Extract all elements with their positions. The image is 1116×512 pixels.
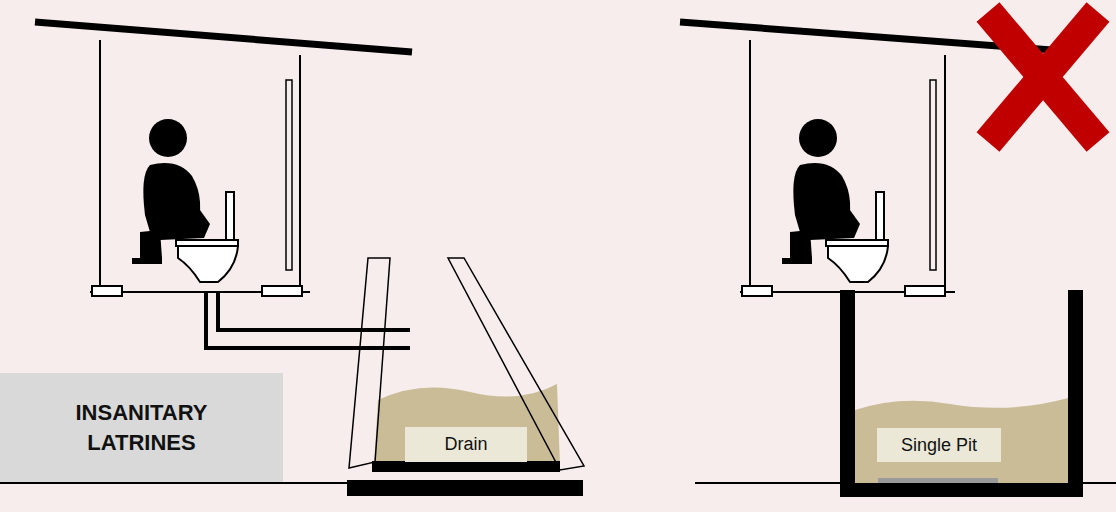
- title-panel: INSANITARY LATRINES: [0, 373, 283, 482]
- person-leg: [140, 230, 162, 262]
- wall: [299, 55, 301, 292]
- cross-mark: [988, 12, 1098, 142]
- pit-bed: [878, 478, 998, 483]
- pit-wall: [840, 290, 855, 497]
- single-pit: [695, 290, 1116, 497]
- floor-block: [92, 286, 122, 296]
- wall: [749, 40, 751, 292]
- node-text: Drain: [444, 432, 487, 456]
- left-latrine: [35, 22, 412, 348]
- sludge: [374, 384, 560, 466]
- cross-stroke: [988, 12, 1098, 142]
- pit-label-box: Single Pit: [877, 428, 1001, 462]
- cross-stroke: [988, 12, 1098, 142]
- drain-label-box: Drain: [405, 427, 527, 462]
- right-latrine: [680, 22, 1052, 296]
- floor-block: [262, 286, 302, 296]
- person-foot: [132, 258, 162, 264]
- drain-wall: [349, 258, 390, 468]
- person-head: [149, 119, 187, 157]
- floor-block: [742, 286, 772, 296]
- toilet-bowl: [828, 246, 888, 282]
- person-leg: [790, 230, 812, 262]
- node-text: Single Pit: [901, 433, 977, 457]
- drain-base: [349, 483, 581, 494]
- pit-floor: [840, 483, 1083, 497]
- drain-base: [347, 480, 583, 496]
- toilet-tank: [226, 192, 234, 246]
- sludge: [855, 398, 1068, 484]
- pit-wall: [1068, 290, 1083, 497]
- roof: [35, 22, 412, 52]
- door-post: [930, 80, 936, 270]
- ground-line: [0, 482, 347, 484]
- node-text: INSANITARY LATRINES: [47, 398, 237, 457]
- drain: [0, 258, 584, 496]
- ground-line: [1083, 482, 1116, 484]
- door-post: [286, 80, 292, 270]
- person-foot: [782, 258, 812, 264]
- toilet-seat: [826, 240, 888, 246]
- wall: [99, 40, 101, 292]
- wall: [944, 55, 946, 292]
- toilet-bowl: [178, 246, 238, 282]
- toilet-tank: [876, 192, 884, 246]
- floor-block: [905, 286, 945, 296]
- toilet-seat: [176, 240, 238, 246]
- drain-bed: [372, 461, 560, 472]
- person-head: [799, 119, 837, 157]
- ground-line: [695, 482, 840, 484]
